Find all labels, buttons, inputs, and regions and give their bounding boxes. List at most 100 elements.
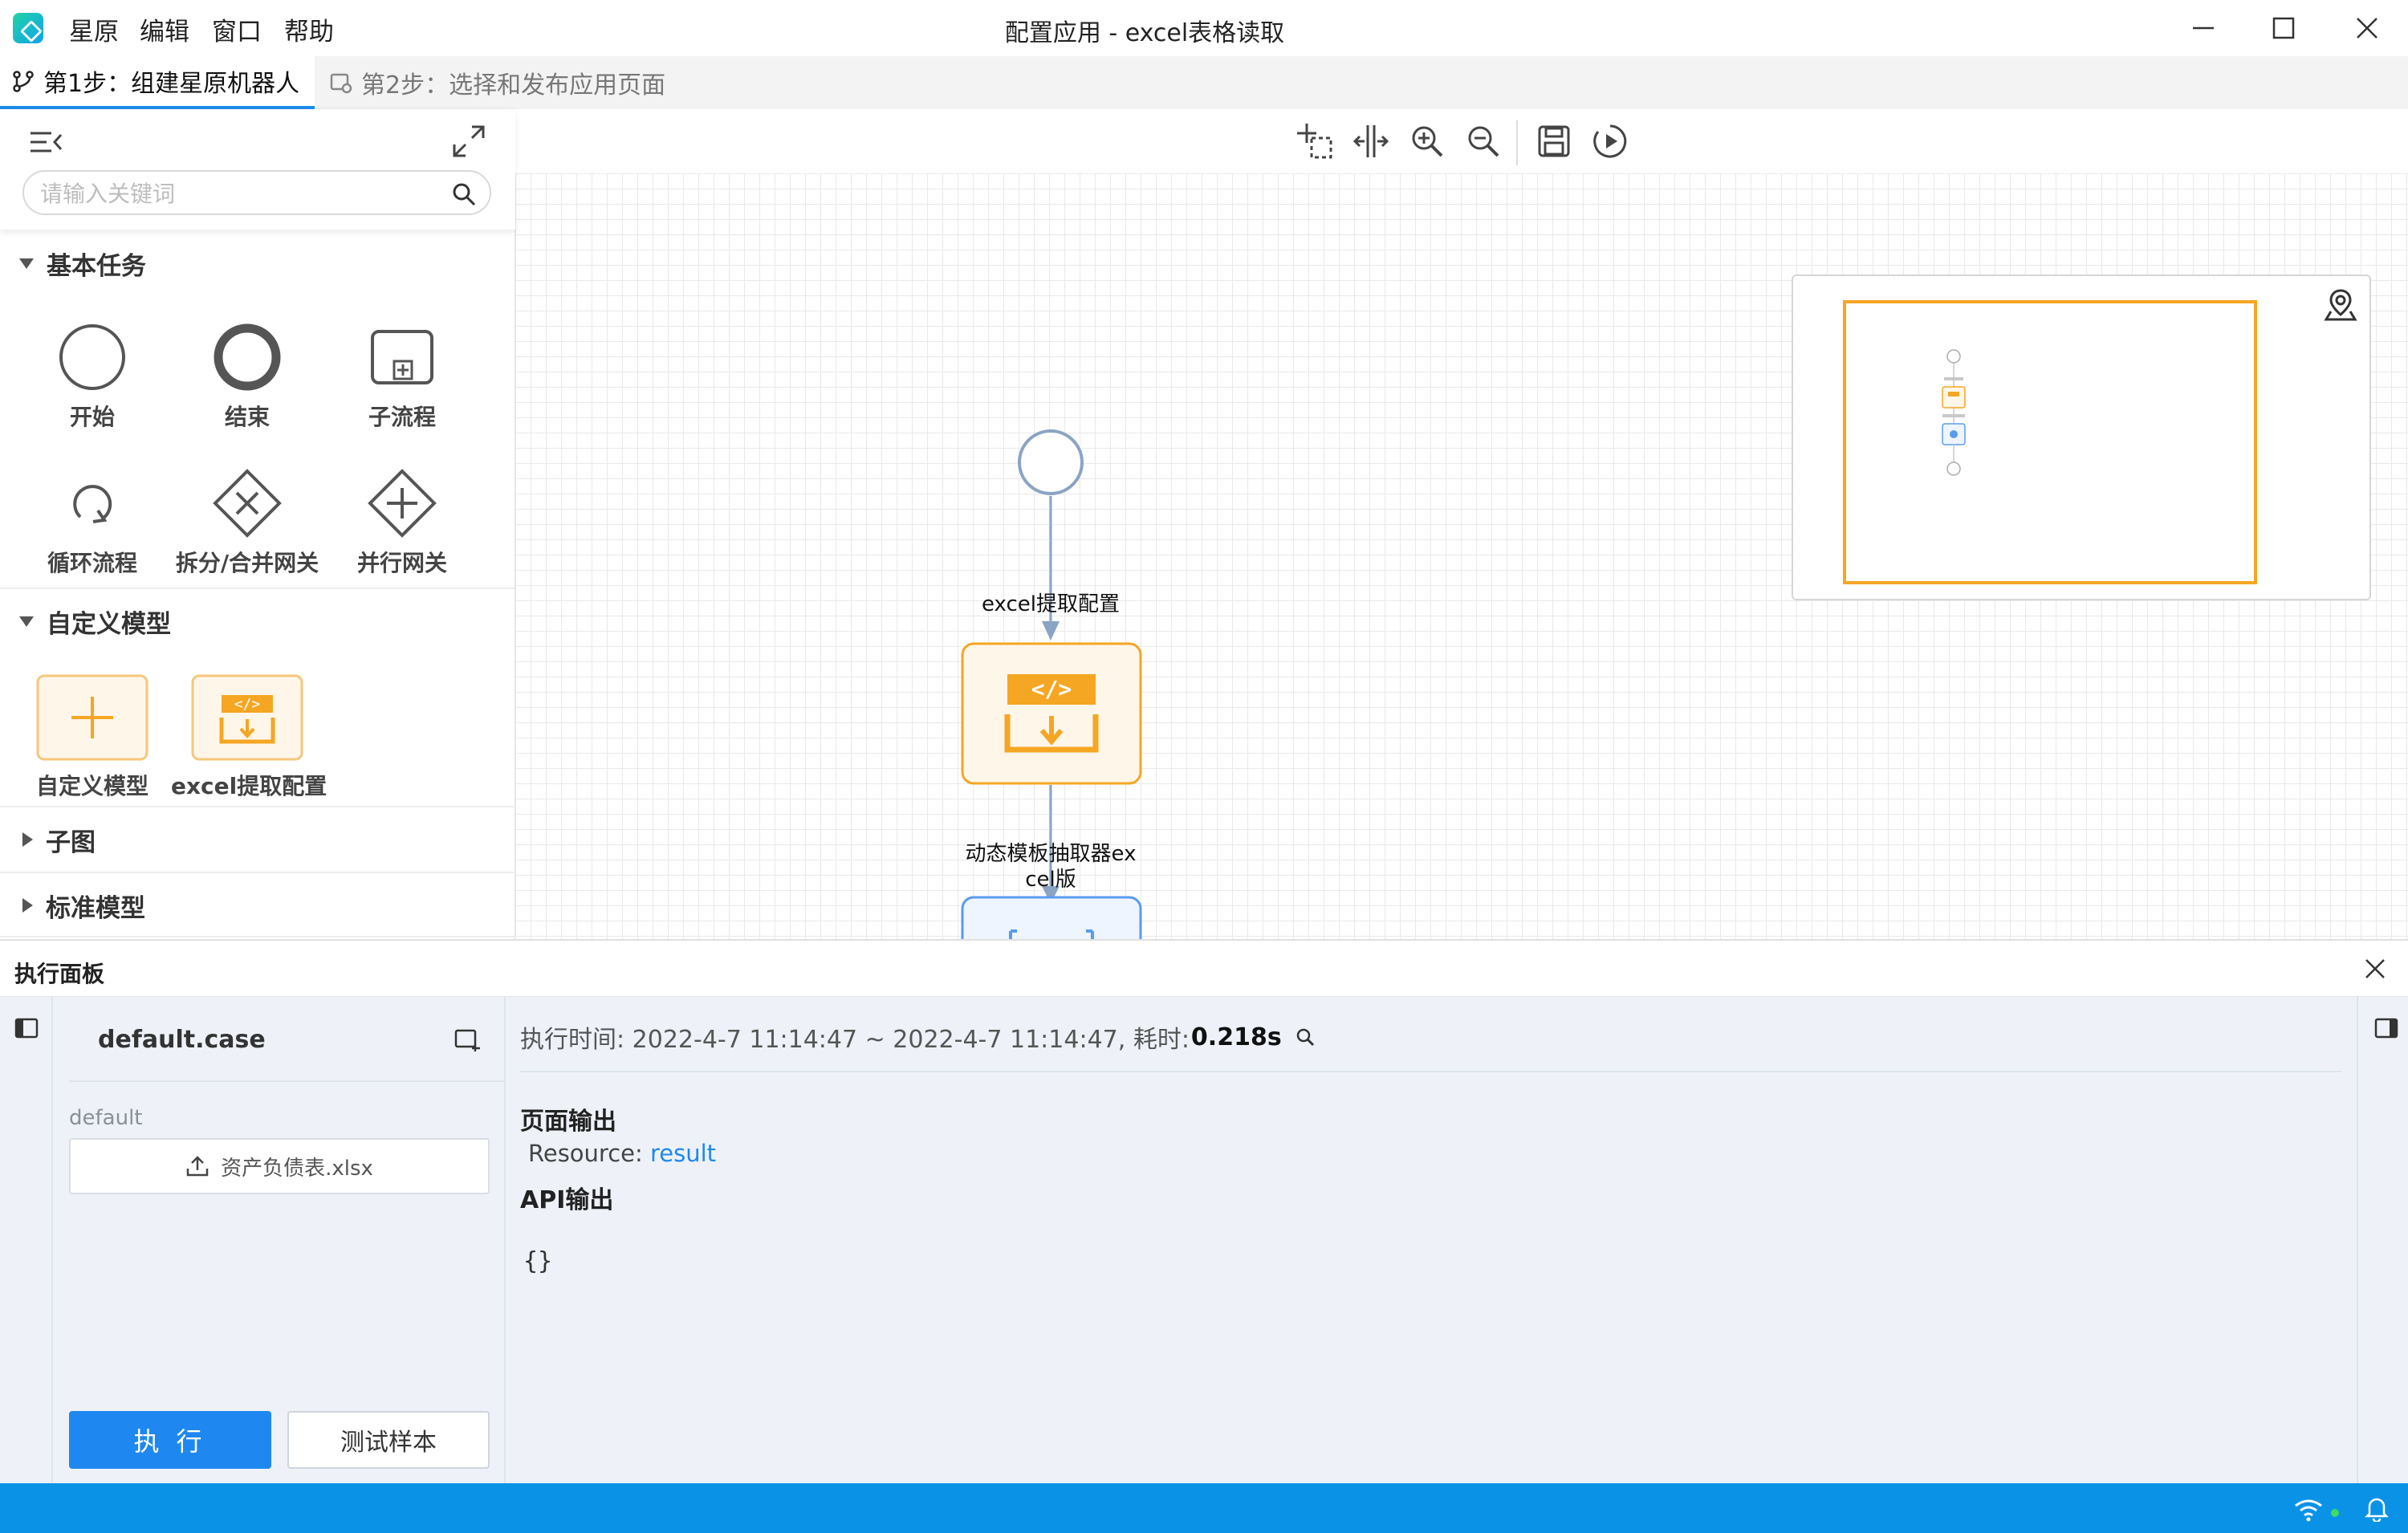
divider — [0, 936, 515, 937]
run-button[interactable]: 执 行 — [69, 1411, 271, 1469]
canvas-grid[interactable]: excel提取配置 </> 动态模板抽取器ex cel版 — [515, 173, 2408, 939]
zoom-in-button[interactable] — [1406, 120, 1448, 162]
output-area: 执行时间: 2022-4-7 11:14:47 ~ 2022-4-7 11:14… — [506, 997, 2357, 1485]
section-custom-label: 自定义模型 — [47, 609, 171, 639]
tool-start-label: 开始 — [69, 404, 115, 430]
exclusive-gateway-icon — [213, 469, 282, 538]
search-input[interactable] — [39, 177, 440, 210]
tool-loop-label: 循环流程 — [47, 550, 137, 576]
resource-link[interactable]: result — [649, 1140, 717, 1167]
tool-subprocess-label: 子流程 — [368, 404, 436, 430]
tool-loop[interactable]: 循环流程 — [16, 467, 169, 578]
execution-panel-header: 执行面板 — [0, 941, 2408, 997]
svg-text:</>: </> — [234, 696, 261, 713]
menu-item-window[interactable]: 窗口 — [212, 18, 262, 47]
resource-label: Resource: — [528, 1140, 650, 1167]
file-name: 资产负债表.xlsx — [221, 1156, 373, 1181]
case-panel: default.case default 资产负债表.xlsx 执 行 测试样本 — [53, 997, 506, 1485]
zoom-out-icon — [1468, 126, 1499, 157]
tab-step2-label: 第2步：选择和发布应用页面 — [361, 71, 666, 100]
divider — [0, 872, 515, 873]
component-palette: 基本任务 开始 结束 子流程 循环流程 拆分/合并网关 — [0, 109, 515, 939]
close-panel-icon[interactable] — [2363, 957, 2387, 981]
dynamic-template-node[interactable] — [961, 896, 1142, 939]
edge-label-line2: cel版 — [1025, 868, 1076, 892]
tool-exclusive-gateway-label: 拆分/合并网关 — [175, 550, 319, 576]
caret-down-icon — [19, 258, 34, 269]
tool-end[interactable]: 结束 — [171, 321, 323, 432]
expand-icon[interactable] — [449, 122, 488, 161]
search-icon[interactable] — [1295, 1027, 1316, 1047]
tab-step1[interactable]: 第1步：组建星原机器人 — [0, 56, 315, 109]
tool-end-label: 结束 — [224, 404, 270, 430]
align-button[interactable] — [1350, 120, 1392, 162]
tool-subprocess[interactable]: 子流程 — [326, 321, 478, 432]
zoom-in-icon — [1412, 126, 1443, 157]
end-event-icon — [214, 323, 281, 391]
add-custom-model-icon — [36, 674, 148, 761]
tool-parallel-gateway[interactable]: 并行网关 — [326, 467, 478, 578]
start-node[interactable] — [1017, 429, 1084, 496]
save-icon — [1538, 125, 1570, 157]
tool-start[interactable]: 开始 — [16, 321, 169, 432]
tool-custom-model-label: 自定义模型 — [35, 773, 148, 799]
maximize-icon — [2272, 17, 2295, 39]
add-case-icon[interactable] — [454, 1027, 482, 1051]
page-output-title: 页面输出 — [520, 1108, 616, 1136]
file-upload-button[interactable]: 资产负债表.xlsx — [69, 1138, 490, 1194]
run-flow-button[interactable] — [1589, 120, 1631, 162]
caret-right-icon — [22, 832, 33, 847]
tool-excel-extract[interactable]: </> excel提取配置 — [171, 674, 327, 801]
section-standard-models[interactable]: 标准模型 — [0, 873, 515, 937]
menu-item-edit[interactable]: 编辑 — [140, 18, 189, 47]
section-custom-models[interactable]: 自定义模型 — [0, 589, 515, 653]
minimap[interactable] — [1792, 274, 2371, 600]
section-subgraph-label: 子图 — [46, 827, 96, 857]
menu-item-xingyuan[interactable]: 星原 — [69, 18, 119, 47]
left-rail — [0, 997, 53, 1485]
toolbar-separator — [1516, 120, 1518, 165]
edge-label-dynamic-template[interactable]: 动态模板抽取器ex cel版 — [950, 841, 1151, 893]
select-area-button[interactable] — [1294, 120, 1336, 162]
close-icon — [2357, 18, 2377, 39]
tool-exclusive-gateway[interactable]: 拆分/合并网关 — [171, 467, 323, 578]
zoom-out-button[interactable] — [1462, 120, 1504, 162]
start-event-icon — [59, 324, 125, 390]
section-basic-tasks[interactable]: 基本任务 — [0, 231, 515, 295]
case-name[interactable]: default.case — [98, 1026, 266, 1054]
flow-canvas[interactable]: excel提取配置 </> 动态模板抽取器ex cel版 — [515, 109, 2408, 939]
save-button[interactable] — [1533, 120, 1575, 162]
toggle-left-sidebar-icon[interactable] — [14, 1018, 39, 1039]
search-icon[interactable] — [451, 181, 477, 207]
notification-bell-icon[interactable] — [2365, 1496, 2389, 1522]
minimize-button[interactable] — [2167, 5, 2239, 51]
section-standard-label: 标准模型 — [46, 893, 145, 923]
step-tabs: 第1步：组建星原机器人 第2步：选择和发布应用页面 — [0, 56, 2408, 109]
section-subgraph[interactable]: 子图 — [0, 807, 515, 872]
window-title: 配置应用 - excel表格读取 — [1004, 19, 1285, 47]
divider — [520, 1071, 2342, 1072]
tab-step2[interactable]: 第2步：选择和发布应用页面 — [324, 56, 694, 109]
test-sample-button[interactable]: 测试样本 — [287, 1411, 490, 1469]
menu-item-help[interactable]: 帮助 — [284, 18, 334, 47]
location-pin-icon[interactable] — [2323, 287, 2358, 323]
app-logo-icon — [13, 13, 43, 43]
divider — [0, 588, 515, 589]
maximize-button[interactable] — [2247, 5, 2320, 51]
api-output-title: API输出 — [520, 1186, 614, 1214]
close-window-button[interactable] — [2331, 5, 2403, 51]
excel-extract-node[interactable]: </> — [961, 642, 1142, 785]
status-bar — [0, 1483, 2408, 1533]
flow-diagram — [1042, 496, 1060, 904]
execution-panel-title: 执行面板 — [14, 961, 105, 987]
excel-extract-icon: </> — [191, 674, 303, 761]
palette-header — [0, 109, 515, 230]
subprocess-icon — [371, 330, 433, 384]
svg-text:</>: </> — [1031, 676, 1072, 702]
minimap-preview — [1942, 349, 1966, 476]
toggle-right-sidebar-icon[interactable] — [2374, 1018, 2398, 1039]
tool-custom-model[interactable]: 自定义模型 — [16, 674, 169, 801]
minimap-viewport[interactable] — [1843, 300, 2257, 584]
edge-label-excel-config[interactable]: excel提取配置 — [982, 592, 1120, 616]
collapse-panel-icon[interactable] — [29, 128, 64, 157]
